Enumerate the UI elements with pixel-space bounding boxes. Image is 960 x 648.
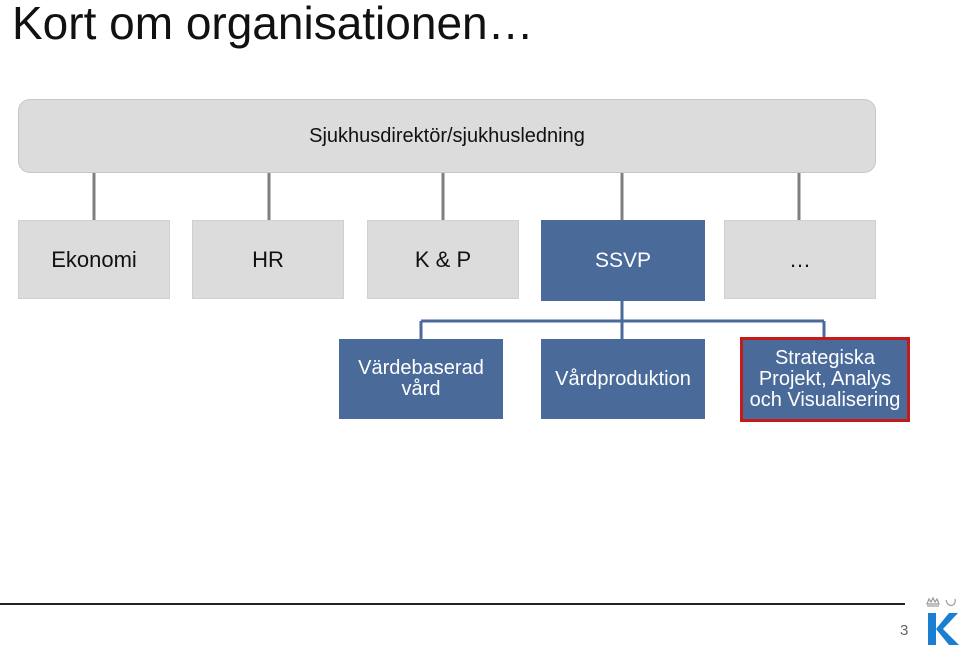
unit-strategiska-projekt: Strategiska Projekt, Analys och Visualis… [740, 337, 910, 422]
department-hr: HR [192, 220, 344, 299]
department-other: … [724, 220, 876, 299]
top-management-label: Sjukhusdirektör/sjukhusledning [309, 124, 585, 147]
unit-label: Värdebaserad vård [358, 357, 484, 400]
footer-divider [0, 603, 905, 605]
department-label: K & P [414, 246, 472, 272]
department-label: Ekonomi [51, 246, 137, 272]
department-kp: K & P [367, 220, 519, 299]
unit-vardebaserad-vard: Värdebaserad vård [339, 339, 503, 419]
page-number: 3 [900, 622, 909, 639]
department-label: SSVP [594, 248, 652, 272]
unit-label: Vårdproduktion [555, 367, 691, 390]
top-management-box: Sjukhusdirektör/sjukhusledning [18, 99, 876, 173]
slide-title: Kort om organisationen… [12, 0, 534, 49]
department-ekonomi: Ekonomi [18, 220, 170, 299]
department-ssvp: SSVP [541, 220, 705, 301]
unit-vardproduktion: Vårdproduktion [541, 339, 705, 419]
karolinska-k-logo-icon [926, 596, 959, 645]
unit-label: Strategiska Projekt, Analys och Visualis… [749, 347, 901, 411]
department-label: … [789, 246, 811, 272]
department-label: HR [252, 246, 284, 272]
